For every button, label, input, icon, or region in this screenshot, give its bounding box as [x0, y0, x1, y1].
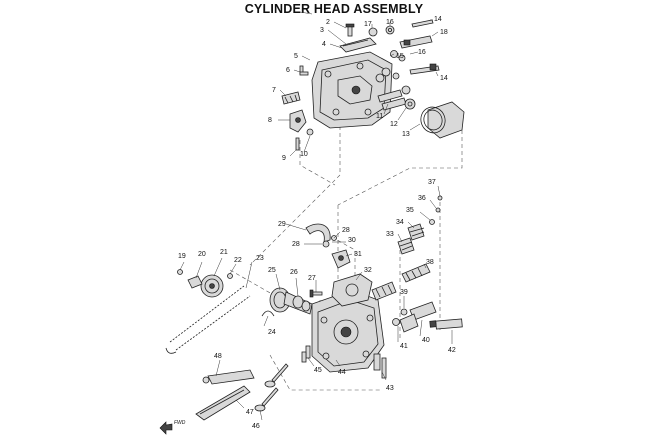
valve-guides [392, 301, 437, 333]
callout-11: 11 [376, 113, 383, 120]
callout-14b: 14 [440, 75, 448, 82]
callout-31: 31 [354, 251, 362, 258]
callout-25: 25 [268, 267, 276, 274]
callout-30: 30 [348, 237, 356, 244]
callout-44: 44 [338, 369, 346, 376]
callout-16b: 16 [418, 49, 426, 56]
head-studs [301, 345, 311, 363]
rocker-shafts [399, 19, 440, 75]
callout-39: 39 [400, 289, 408, 296]
callout-32: 32 [364, 267, 372, 274]
callout-28b: 28 [292, 241, 300, 248]
callout-17: 17 [364, 21, 372, 28]
callout-21: 21 [220, 249, 228, 256]
valves [254, 363, 289, 412]
tensioner-cap [331, 249, 351, 269]
cam-holder [331, 273, 373, 307]
callout-33: 33 [386, 231, 394, 238]
side-cover [420, 101, 465, 139]
callout-5: 5 [294, 53, 298, 60]
callout-45: 45 [314, 367, 322, 374]
callout-4: 4 [322, 41, 326, 48]
diagram-title: CYLINDER HEAD ASSEMBLY [244, 2, 424, 16]
spark-plug [429, 318, 463, 330]
callout-3: 3 [320, 27, 324, 34]
cylinder-head-cover [311, 51, 393, 129]
callout-6: 6 [286, 67, 290, 74]
callout-9: 9 [282, 155, 286, 162]
callout-24: 24 [268, 329, 276, 336]
callout-8: 8 [268, 117, 272, 124]
callout-16a: 16 [386, 19, 394, 26]
callout-48: 48 [214, 353, 222, 360]
clip [261, 310, 275, 317]
callout-20: 20 [198, 251, 206, 258]
camshaft [269, 287, 313, 315]
callout-36: 36 [418, 195, 426, 202]
callout-7: 7 [272, 87, 276, 94]
callout-10: 10 [300, 151, 308, 158]
rocker-arm-set [377, 85, 416, 111]
cam-sprocket [177, 269, 233, 298]
callout-23: 23 [256, 255, 264, 262]
cover-gasket [339, 37, 377, 53]
guide-rail [202, 369, 255, 385]
callout-41: 41 [400, 343, 408, 350]
callout-labels: 2 3 4 17 16 14 18 16 15 [178, 11, 456, 430]
camshaft-bolt [309, 289, 323, 298]
callout-13: 13 [402, 131, 410, 138]
forward-label: FWD [174, 420, 186, 426]
forward-arrow: FWD [159, 420, 186, 435]
tensioner-parts [281, 65, 314, 151]
callout-34: 34 [396, 219, 404, 226]
callout-42: 42 [448, 347, 456, 354]
cover-bolts [345, 23, 395, 37]
callout-18: 18 [440, 29, 448, 36]
callout-15: 15 [396, 53, 404, 60]
cylinder-head [311, 289, 387, 379]
callout-29: 29 [278, 221, 286, 228]
chain-guide [195, 385, 251, 421]
callout-37: 37 [428, 179, 436, 186]
callout-19: 19 [178, 253, 186, 260]
callout-27: 27 [308, 275, 316, 282]
callout-46: 46 [252, 423, 260, 430]
timing-chain [165, 285, 251, 354]
callout-43: 43 [386, 385, 394, 392]
callout-22: 22 [234, 257, 242, 264]
callout-38: 38 [426, 259, 434, 266]
callout-14a: 14 [434, 16, 442, 23]
callout-28a: 28 [342, 227, 350, 234]
callout-35: 35 [406, 207, 414, 214]
callout-40: 40 [422, 337, 430, 344]
callout-2: 2 [326, 19, 330, 26]
breather-hose [305, 223, 331, 243]
callout-26: 26 [290, 269, 298, 276]
callout-12: 12 [390, 121, 398, 128]
callout-47: 47 [246, 409, 254, 416]
